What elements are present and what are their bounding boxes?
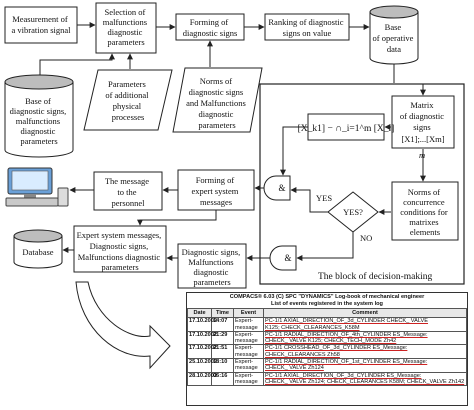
no-label: NO — [360, 233, 372, 243]
norms-signs-box — [172, 67, 263, 133]
comment-line: CHECK_ VALVE Zh124 — [265, 365, 324, 372]
norms-concurrence-text: Norms of concurrence conditions for matr… — [400, 187, 450, 237]
comment-line: PC-1/1 CROSSHEAD_OF_3d_CYLINDER ES_Messa… — [265, 345, 408, 352]
and-gate-bottom: & — [269, 245, 297, 271]
cell-event: Expert-message — [233, 344, 264, 360]
cell-date: 17.10.2002 — [187, 317, 217, 332]
formula-box — [307, 113, 385, 141]
base-operative-cylinder: Base of operative data — [369, 5, 419, 65]
cell-event: Expert-message — [233, 371, 264, 387]
connectors — [39, 22, 426, 261]
cell-date: 25.10.2002 — [187, 358, 217, 373]
svg-text:&: & — [284, 253, 291, 263]
header-event: Event — [233, 307, 264, 319]
cell-comment: PC-1/1 AXIAL_DIRECTION_OF_3d_CYLINDER CH… — [263, 317, 467, 332]
diag-signs-bottom-text: Diagnostic signs, Malfunctions diagnosti… — [182, 247, 243, 287]
comment-line: CHECK_CLEARANCES Zh58 — [265, 351, 340, 358]
selection-box — [95, 2, 157, 54]
selection-text: Selection of malfunctions diagnostic par… — [103, 7, 150, 47]
logbook-title: COMPACS® 6.03 (C) SPC "DYNAMICS" Log-boo… — [187, 293, 467, 308]
header-date: Date — [187, 307, 212, 319]
norms-signs-text: Norms of diagnostic signs and Malfunctio… — [186, 76, 248, 130]
cell-time: 06:16 — [211, 371, 234, 387]
measurement-text: Measurement of a vibration signal — [11, 14, 71, 35]
cell-comment: PC-1/1 RADIAL_DIRECTION_OF_4th_CYLINDER … — [263, 330, 467, 346]
comment-line: PC-1/1 RADIAL_DIRECTION_OF_4th_CYLINDER … — [265, 331, 428, 338]
cell-comment: PC-1/1 CROSSHEAD_OF_3d_CYLINDER ES_Messa… — [263, 344, 467, 360]
ranking-box — [264, 13, 350, 41]
expert-messages-box — [73, 225, 167, 273]
cell-date: 17.10.2002 — [187, 330, 217, 346]
logbook-header-row: Date Time Event Comment — [187, 307, 467, 319]
decision-text: YES? — [343, 207, 363, 217]
cell-date: 17.10.2002 — [187, 344, 217, 360]
forming-expert-text: Forming of expert system messages — [191, 175, 240, 207]
cell-event: Expert-message — [233, 330, 264, 346]
logbook-title-line2: List of events registered in the system … — [271, 301, 383, 307]
matrix-text: Matrix of diagnostic signs [X1];...[Xm] — [400, 100, 446, 144]
cell-time: 21:29 — [211, 330, 234, 346]
header-time: Time — [211, 307, 234, 319]
svg-text:Base of operative: Base of operative data — [373, 22, 416, 54]
m-label: m — [419, 150, 425, 160]
parameters-additional-box — [83, 69, 173, 131]
and-gate-top: & — [263, 175, 291, 201]
forming-signs-text: Forming of diagnostic signs — [183, 17, 238, 38]
diag-signs-bottom-box — [177, 243, 247, 289]
cell-comment: PC-1/1 AXIAL_DIRECTION_OF_3d_CYLINDER ES… — [263, 371, 467, 387]
yes-label: YES — [316, 193, 332, 203]
ranking-text: Ranking of diagnostic signs on value — [268, 17, 345, 38]
logbook-panel: COMPACS® 6.03 (C) SPC "DYNAMICS" Log-boo… — [186, 292, 468, 406]
logbook-title-line1: COMPACS® 6.03 (C) SPC "DYNAMICS" Log-boo… — [229, 294, 425, 300]
comment-line: CHECK_ VALVE Zh124; CHECK_CLEARANCES K58… — [265, 378, 465, 385]
norms-concurrence-box — [391, 181, 459, 241]
comment-line: PC-1/1 RADIAL_DIRECTION_OF_1st_CYLINDER … — [265, 359, 428, 366]
formula-text: [X_k1] − ∩_i=1^m [X_i] — [298, 124, 395, 134]
forming-signs-box — [175, 13, 245, 41]
expert-messages-text: Expert system messages, Diagnostic signs… — [77, 230, 164, 272]
cell-time: 14:07 — [211, 317, 234, 332]
cell-date: 28.10.2002 — [187, 371, 217, 387]
computer-icon — [5, 167, 69, 207]
parameters-additional-text: Parameters of additional physical proces… — [105, 79, 150, 122]
cell-comment: PC-1/1 RADIAL_DIRECTION_OF_1st_CYLINDER … — [263, 358, 467, 373]
comment-line: CHECK_ VALVE K125; CHECK_TECH_MODE Zh42 — [265, 338, 397, 345]
database-cylinder: Database — [13, 229, 63, 269]
header-comment: Comment — [263, 307, 467, 319]
message-personnel-text: The message to the personnel — [105, 176, 151, 208]
svg-text:Base of diagnostic signs: Base of diagnostic signs, malfunctions d… — [10, 96, 69, 146]
svg-text:&: & — [278, 183, 285, 193]
matrix-box — [391, 95, 455, 149]
base-diagnostic-cylinder: Base of diagnostic signs, malfunctions d… — [4, 74, 74, 158]
cell-time: 21:51 — [211, 344, 234, 360]
comment-line: K125; CHECK_CLEARANCES_K58M — [265, 324, 360, 331]
cell-event: Expert-message — [233, 358, 264, 373]
comment-line: PC-1/1 AXIAL_DIRECTION_OF_3d_CYLINDER CH… — [265, 318, 429, 325]
forming-expert-box — [177, 169, 255, 211]
cell-time: 18:10 — [211, 358, 234, 373]
decision-block-label: The block of decision-making — [318, 271, 432, 282]
decision-block — [259, 83, 465, 285]
big-curved-arrow — [75, 281, 171, 370]
message-personnel-box — [93, 171, 163, 211]
svg-text:Database: Database — [22, 247, 53, 257]
comment-line: PC-1/1 AXIAL_DIRECTION_OF_3d_CYLINDER ES… — [265, 372, 422, 379]
cell-event: Expert-message — [233, 317, 264, 332]
